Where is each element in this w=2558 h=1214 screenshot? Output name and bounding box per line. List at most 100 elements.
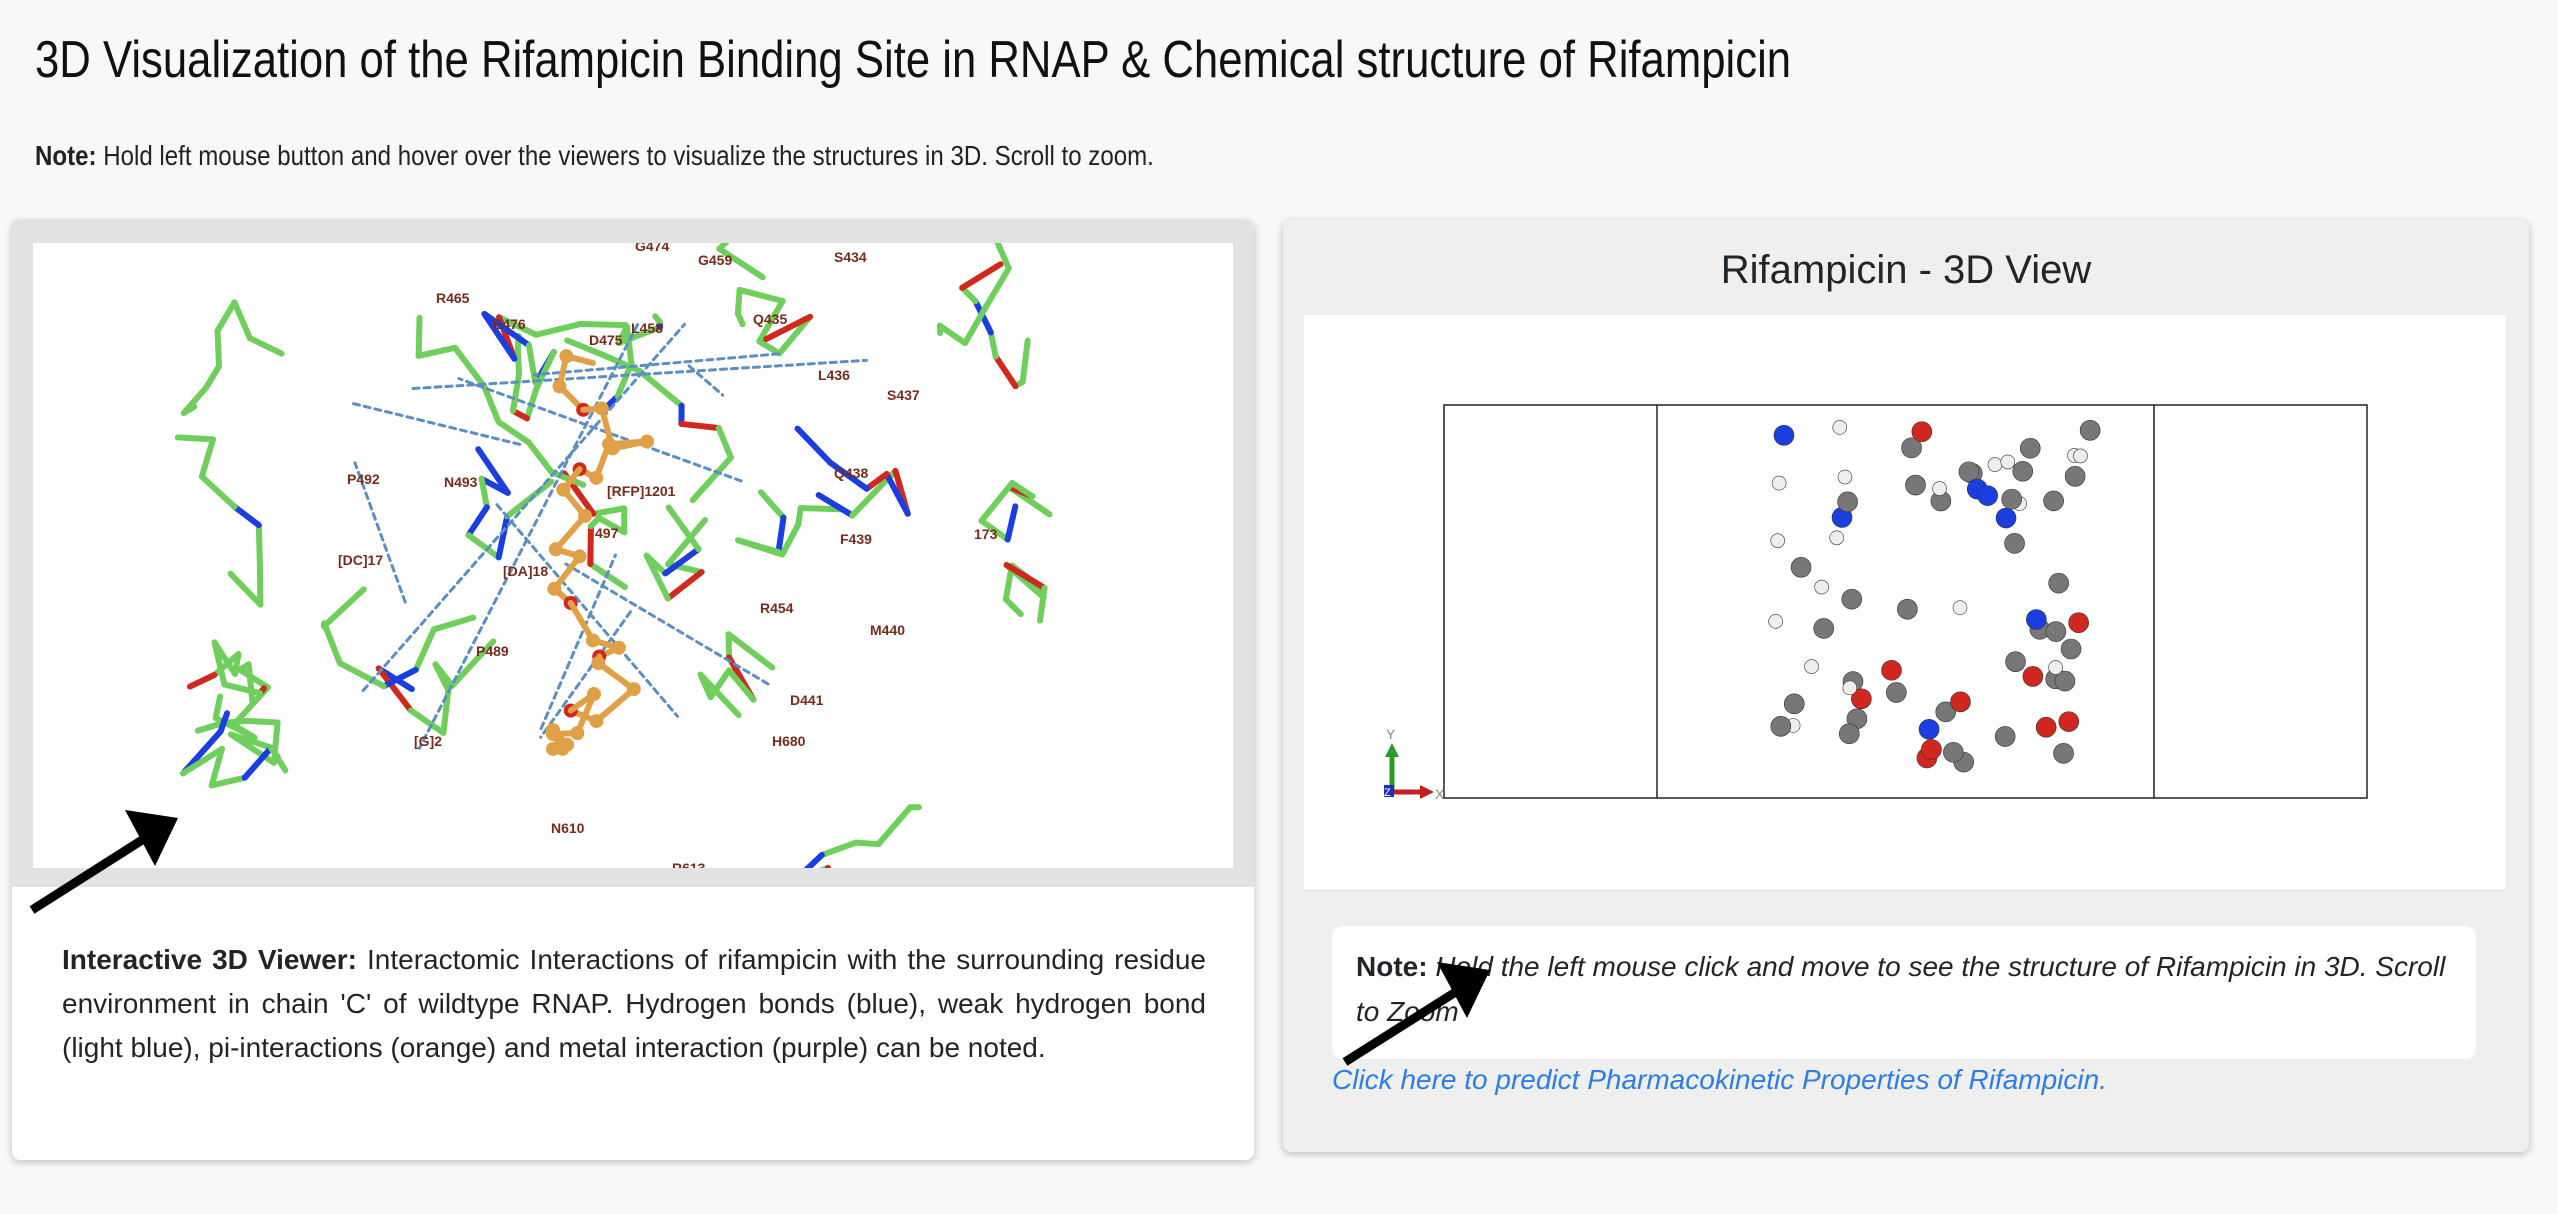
- bond: [818, 839, 859, 858]
- bond: [735, 537, 786, 558]
- bond: [267, 744, 281, 760]
- bond: [452, 344, 488, 390]
- atom: [1837, 469, 1853, 485]
- bond: [552, 512, 589, 553]
- bond: [716, 220, 754, 252]
- bond: [776, 313, 814, 357]
- atom: [2026, 609, 2047, 630]
- bond: [245, 661, 256, 704]
- atom: [1897, 598, 1918, 620]
- caption-text: Interactomic Interactions of rifampicin …: [62, 944, 1206, 1063]
- residue-label: D441: [790, 692, 824, 708]
- bond: [496, 314, 540, 338]
- residue-label: R465: [436, 290, 470, 306]
- atom: [2064, 465, 2086, 487]
- atom: [1952, 600, 1968, 615]
- bond: [211, 639, 239, 677]
- residue-label: Q435: [753, 311, 787, 327]
- atom: [1935, 701, 1957, 723]
- atom: [1841, 588, 1863, 610]
- page-title: 3D Visualization of the Rifampicin Bindi…: [35, 31, 1792, 89]
- rifampicin-note: Note: Hold the left mouse click and move…: [1332, 926, 2476, 1059]
- bond: [533, 348, 557, 392]
- rifampicin-3d-viewer[interactable]: Y X Z: [1304, 315, 2506, 889]
- caption-label: Interactive 3D Viewer:: [62, 944, 357, 975]
- atom: [1832, 420, 1848, 435]
- bond: [236, 666, 271, 691]
- rifampicin-card: Rifampicin - 3D View Y X Z Note: Hold th…: [1283, 220, 2529, 1152]
- atom: [2022, 666, 2044, 687]
- atom: [1838, 723, 1860, 745]
- atom: [1886, 682, 1907, 703]
- bond: [198, 473, 238, 510]
- binding-site-render[interactable]: G474 G459 S434 R465 E476 D475 L458 Q435 …: [33, 220, 1233, 894]
- binding-site-card: G474 G459 S434 R465 E476 D475 L458 Q435 …: [12, 220, 1254, 1160]
- bond: [1037, 584, 1048, 624]
- bond: [430, 614, 477, 633]
- residue-label: P492: [347, 471, 380, 487]
- bond: [475, 446, 511, 496]
- atom: [2079, 420, 2101, 441]
- atom: [2068, 612, 2089, 634]
- residue-label: R454: [760, 600, 794, 616]
- bond: [962, 304, 989, 347]
- bond: [590, 505, 628, 517]
- bond: [411, 358, 868, 391]
- atom: [1773, 424, 1795, 446]
- bond: [415, 314, 423, 359]
- binding-site-3d-viewer[interactable]: G474 G459 S434 R465 E476 D475 L458 Q435 …: [33, 220, 1233, 894]
- bond: [465, 504, 490, 539]
- atom: [1987, 457, 2003, 472]
- bond: [697, 671, 742, 719]
- atom: [2054, 670, 2076, 692]
- bond: [336, 660, 387, 690]
- residue-label: N493: [444, 474, 478, 490]
- bond: [194, 719, 227, 734]
- atom: [1814, 579, 1829, 595]
- bond: [246, 335, 285, 357]
- bond: [756, 338, 783, 357]
- bond: [432, 661, 456, 689]
- bond: [407, 707, 447, 736]
- atom: [1943, 741, 1964, 763]
- axis-indicator-icon: Y X Z: [1384, 726, 1445, 802]
- bond: [214, 299, 238, 334]
- bond: [180, 403, 198, 416]
- residue-label: D475: [589, 332, 623, 348]
- bond: [320, 586, 367, 630]
- atom: [1918, 719, 1940, 740]
- atom: [1994, 726, 2016, 747]
- atom: [1804, 659, 1819, 674]
- bond: [217, 710, 231, 735]
- bond: [992, 353, 1019, 390]
- bond: [495, 503, 680, 718]
- residue-label: S437: [887, 387, 920, 403]
- residue-label: R613: [672, 860, 706, 868]
- atom: [2053, 743, 2074, 764]
- bond: [662, 546, 702, 577]
- bond: [525, 439, 555, 476]
- bond: [478, 475, 511, 496]
- ligand-atom: [546, 741, 560, 756]
- instructions-note: Note: Hold left mouse button and hover o…: [35, 140, 1154, 172]
- atom: [1901, 437, 1922, 459]
- note-label: Note:: [35, 140, 97, 171]
- axis-label-x: X: [1435, 786, 1445, 802]
- bond: [227, 570, 264, 608]
- atom: [1783, 693, 1805, 715]
- bond: [509, 370, 523, 414]
- bond: [564, 562, 770, 686]
- bond: [978, 517, 1011, 543]
- atom: [1771, 475, 1787, 491]
- bond: [221, 681, 263, 697]
- molecule: [1768, 420, 2101, 773]
- residue-label: [DC]17: [338, 552, 383, 568]
- bond: [665, 504, 702, 553]
- bond: [736, 286, 786, 304]
- atom: [2073, 448, 2088, 464]
- pharmacokinetics-link[interactable]: Click here to predict Pharmacokinetic Pr…: [1332, 1064, 2107, 1095]
- bond: [241, 744, 274, 781]
- bond: [256, 561, 264, 608]
- rifampicin-render[interactable]: Y X Z: [1304, 315, 2506, 889]
- residue-label: N610: [551, 820, 585, 836]
